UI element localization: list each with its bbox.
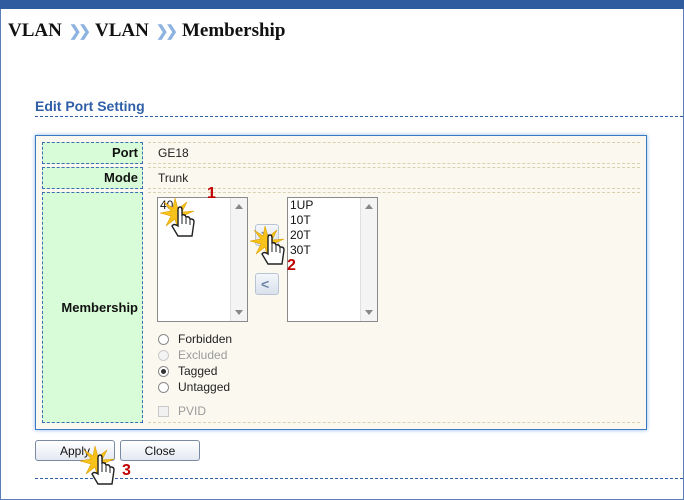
- radio-button[interactable]: [158, 333, 169, 345]
- close-button[interactable]: Close: [120, 440, 200, 461]
- radio-label: Tagged: [178, 364, 218, 378]
- click-hand-icon: [249, 225, 285, 265]
- breadcrumb-separator-icon: ❯❯: [68, 23, 91, 40]
- radio-untagged[interactable]: Untagged: [158, 380, 230, 394]
- list-scrollbar[interactable]: [360, 198, 377, 321]
- port-label: Port: [42, 142, 143, 164]
- radio-button[interactable]: [158, 381, 169, 393]
- breadcrumb: VLAN ❯❯ VLAN ❯❯ Membership: [8, 20, 285, 42]
- radio-button: [158, 349, 169, 361]
- radio-forbidden[interactable]: Forbidden: [158, 332, 232, 346]
- port-value: GE18: [148, 142, 640, 164]
- breadcrumb-item-vlan-sub: VLAN: [94, 20, 149, 41]
- radio-label: Excluded: [178, 348, 228, 362]
- pvid-checkbox-row: PVID: [158, 404, 206, 418]
- breadcrumb-item-membership: Membership: [181, 20, 286, 41]
- membership-label: Membership: [42, 192, 143, 423]
- scroll-down-icon[interactable]: [235, 310, 243, 315]
- step-number-1: 1: [207, 185, 216, 202]
- membership-row: Membership: [42, 192, 640, 423]
- radio-label: Forbidden: [178, 332, 233, 346]
- click-hand-icon: [79, 445, 115, 485]
- port-row: Port GE18: [42, 142, 640, 164]
- radio-label: Untagged: [178, 380, 231, 394]
- edit-port-panel: Port GE18 Mode Trunk Membership: [35, 135, 647, 430]
- section-title: Edit Port Setting: [35, 98, 145, 114]
- list-scrollbar[interactable]: [230, 198, 247, 321]
- list-item[interactable]: 10T: [290, 213, 311, 227]
- step-number-2: 2: [287, 257, 296, 274]
- mode-label: Mode: [42, 167, 143, 189]
- bottom-divider: [35, 478, 683, 479]
- radio-excluded: Excluded: [158, 348, 227, 362]
- pvid-checkbox: [158, 405, 169, 417]
- mode-row: Mode Trunk: [42, 167, 640, 189]
- top-bar: [0, 0, 684, 9]
- scroll-up-icon[interactable]: [365, 204, 373, 209]
- chevron-left-icon: <: [261, 276, 270, 292]
- membership-value: [148, 192, 640, 423]
- breadcrumb-item-vlan: VLAN: [8, 20, 62, 41]
- section-divider: [35, 116, 683, 117]
- scroll-down-icon[interactable]: [365, 310, 373, 315]
- selected-vlan-list[interactable]: 1UP 10T 20T 30T: [287, 197, 378, 322]
- click-hand-icon: [159, 197, 195, 237]
- list-item[interactable]: 30T: [290, 243, 311, 257]
- breadcrumb-separator-icon: ❯❯: [155, 23, 178, 40]
- pvid-label: PVID: [178, 404, 207, 418]
- radio-button[interactable]: [158, 365, 169, 377]
- list-item[interactable]: 1UP: [290, 198, 314, 212]
- move-left-button[interactable]: <: [255, 273, 279, 295]
- scroll-up-icon[interactable]: [235, 204, 243, 209]
- step-number-3: 3: [122, 462, 131, 479]
- radio-tagged[interactable]: Tagged: [158, 364, 217, 378]
- mode-value: Trunk: [148, 167, 640, 189]
- list-item[interactable]: 20T: [290, 228, 311, 242]
